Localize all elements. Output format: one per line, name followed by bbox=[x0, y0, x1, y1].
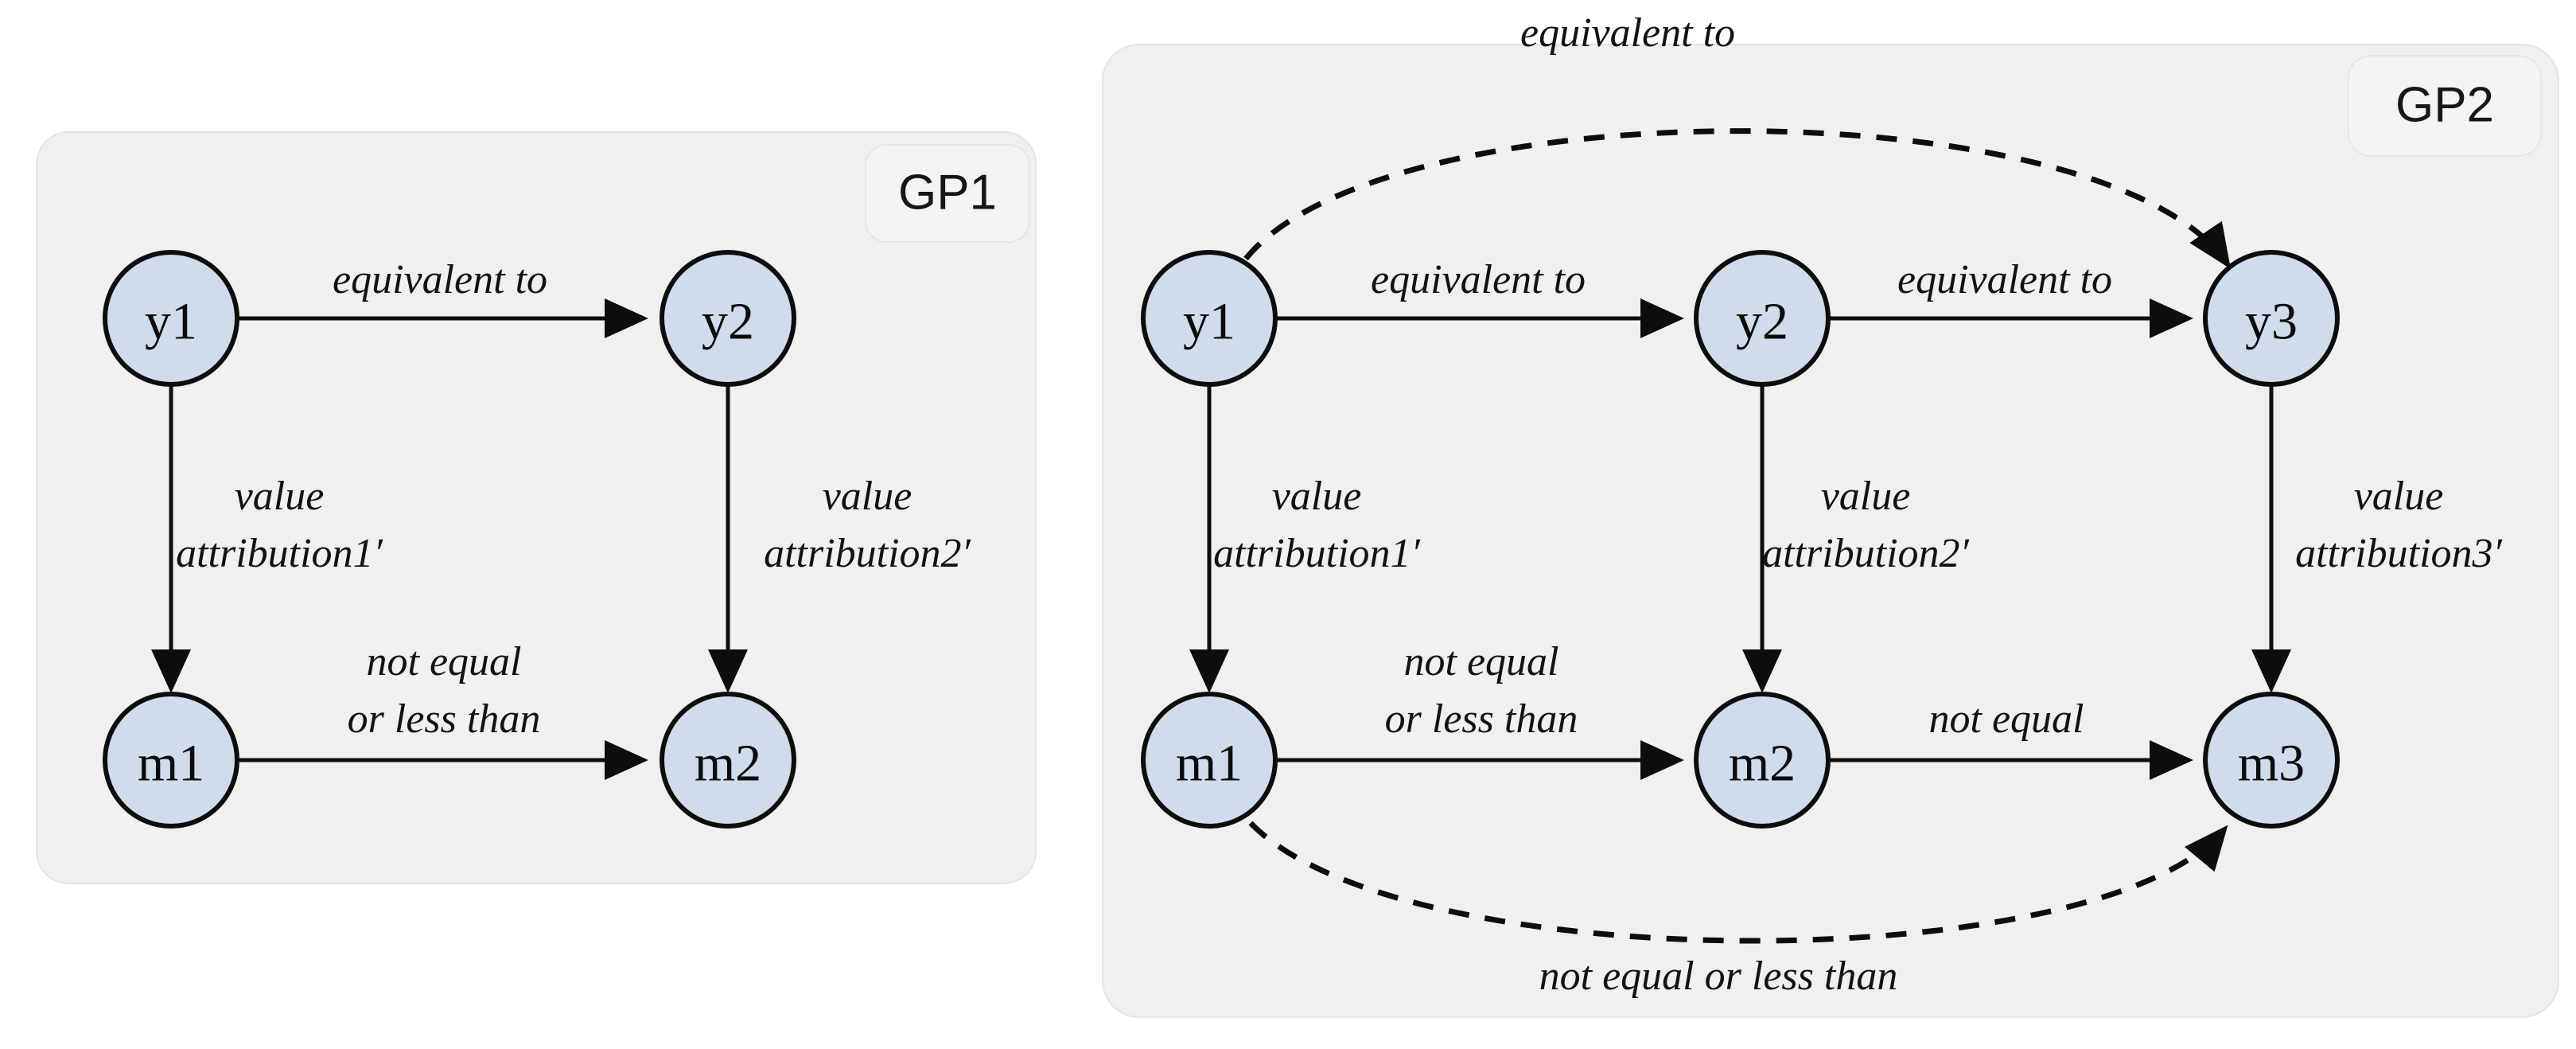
gp2-badge-background bbox=[2348, 55, 2542, 157]
gp1-node-m2-label: m2 bbox=[695, 735, 761, 793]
gp2-badge: GP2 bbox=[2348, 55, 2542, 157]
gp2-node-m1[interactable]: m1 bbox=[1141, 692, 1278, 829]
gp2-node-y2-label: y2 bbox=[1736, 293, 1788, 351]
gp2-edge-label-y3-m3-line1: value bbox=[2354, 474, 2444, 519]
gp2-node-m3-shape[interactable] bbox=[2203, 692, 2340, 829]
gp2-edge-label-arc-top: equivalent to bbox=[1520, 10, 1735, 56]
gp2-node-m1-label: m1 bbox=[1176, 735, 1243, 793]
group-panel-gp1: GP1 equivalent to value attribution1′ va… bbox=[36, 131, 1037, 884]
gp1-node-y1-shape[interactable] bbox=[103, 250, 239, 387]
gp1-node-y1-label: y1 bbox=[145, 293, 197, 351]
gp2-edge-m1-m3-dashed bbox=[1248, 821, 2228, 944]
gp1-edge-label-y2-m2-line1: value bbox=[823, 474, 912, 519]
gp2-edge-y1-y3-dashed bbox=[1243, 128, 2231, 269]
group-panel-gp2: GP2 equivalent to not equal or less than… bbox=[1102, 10, 2559, 1018]
gp2-node-y1-shape[interactable] bbox=[1141, 250, 1278, 387]
gp1-edge-label-y1-y2: equivalent to bbox=[333, 257, 547, 302]
gp2-edge-label-y1-y2: equivalent to bbox=[1371, 257, 1586, 302]
gp2-edge-label-y1-m1-line1: value bbox=[1272, 474, 1362, 519]
gp1-node-y1[interactable]: y1 bbox=[103, 250, 239, 387]
gp2-edge-label-y2-y3: equivalent to bbox=[1897, 257, 2112, 302]
gp1-node-m1-label: m1 bbox=[138, 735, 204, 793]
gp2-node-y2-shape[interactable] bbox=[1694, 250, 1831, 387]
gp2-node-y2[interactable]: y2 bbox=[1694, 250, 1831, 387]
gp2-edge-label-m1-m2-line1: not equal bbox=[1404, 639, 1559, 684]
gp2-node-y3-shape[interactable] bbox=[2203, 250, 2340, 387]
gp2-node-y1[interactable]: y1 bbox=[1141, 250, 1278, 387]
gp2-edge-label-y3-m3-line2: attribution3′ bbox=[2295, 531, 2503, 576]
gp1-edge-label-y1-m1-line1: value bbox=[235, 474, 325, 519]
gp1-edge-label-m1-m2-line2: or less than bbox=[348, 696, 541, 742]
gp2-edge-label-m1-m2-line2: or less than bbox=[1385, 696, 1578, 742]
gp1-edge-label-m1-m2-line1: not equal bbox=[367, 639, 522, 684]
gp1-edge-label-y2-m2-line2: attribution2′ bbox=[764, 531, 971, 576]
gp2-panel-background bbox=[1102, 44, 2559, 1018]
gp1-node-m1-shape[interactable] bbox=[103, 692, 239, 829]
gp1-badge: GP1 bbox=[865, 144, 1030, 243]
gp1-edges bbox=[151, 298, 748, 780]
gp1-badge-background bbox=[865, 144, 1030, 243]
gp2-edges bbox=[1189, 298, 2291, 780]
gp2-node-y3[interactable]: y3 bbox=[2203, 250, 2340, 387]
gp1-node-m1[interactable]: m1 bbox=[103, 692, 239, 829]
gp2-edge-label-y1-m1-line2: attribution1′ bbox=[1213, 531, 1421, 576]
gp2-node-m3[interactable]: m3 bbox=[2203, 692, 2340, 829]
gp2-node-m2[interactable]: m2 bbox=[1694, 692, 1831, 829]
gp1-node-y2[interactable]: y2 bbox=[660, 250, 796, 387]
gp2-edge-label-arc-bottom: not equal or less than bbox=[1539, 953, 1898, 999]
gp1-node-m2-shape[interactable] bbox=[660, 692, 796, 829]
gp2-node-m3-label: m3 bbox=[2238, 735, 2305, 793]
gp1-node-y2-shape[interactable] bbox=[660, 250, 796, 387]
gp1-badge-label: GP1 bbox=[898, 165, 997, 220]
gp2-node-m2-shape[interactable] bbox=[1694, 692, 1831, 829]
gp2-node-m2-label: m2 bbox=[1729, 735, 1796, 793]
gp2-edge-label-y2-m2-line1: value bbox=[1821, 474, 1911, 519]
gp1-edge-label-y1-m1-line2: attribution1′ bbox=[176, 531, 383, 576]
gp1-node-m2[interactable]: m2 bbox=[660, 692, 796, 829]
gp1-node-y2-label: y2 bbox=[702, 293, 754, 351]
gp2-edge-label-m2-m3: not equal bbox=[1929, 696, 2084, 742]
gp2-edge-label-y2-m2-line2: attribution2′ bbox=[1762, 531, 1970, 576]
gp2-node-y1-label: y1 bbox=[1183, 293, 1235, 351]
gp2-badge-label: GP2 bbox=[2395, 77, 2494, 132]
gp2-node-m1-shape[interactable] bbox=[1141, 692, 1278, 829]
gp2-node-y3-label: y3 bbox=[2245, 293, 2298, 351]
